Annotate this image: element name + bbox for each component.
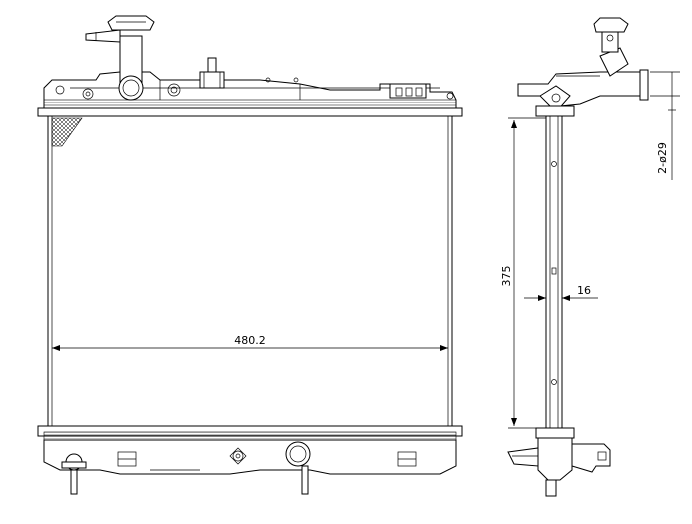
width-dimension-label: 480.2	[234, 334, 266, 347]
height-dimension-label: 375	[500, 266, 513, 287]
side-view: 375 16 2-ø29	[500, 17, 680, 497]
thickness-dimension-label: 16	[577, 284, 591, 297]
pipe-diameter-dimension: 2-ø29	[650, 71, 680, 180]
upper-header-plate	[37, 107, 463, 117]
side-core	[545, 115, 563, 429]
pipe-diameter-label: 2-ø29	[656, 142, 669, 174]
height-dimension: 375	[500, 117, 546, 429]
filler-neck	[85, 15, 155, 101]
width-dimension: 480.2	[52, 334, 448, 351]
radiator-core	[47, 115, 453, 427]
side-inlet-pipe	[517, 17, 649, 113]
thickness-dimension: 16	[524, 284, 598, 301]
lower-tank	[43, 439, 457, 495]
side-upper-plate	[535, 105, 575, 117]
side-outlet-pipe	[507, 437, 611, 497]
front-view: 480.2	[37, 15, 463, 495]
side-lower-plate	[535, 427, 575, 439]
upper-tank	[43, 57, 457, 109]
